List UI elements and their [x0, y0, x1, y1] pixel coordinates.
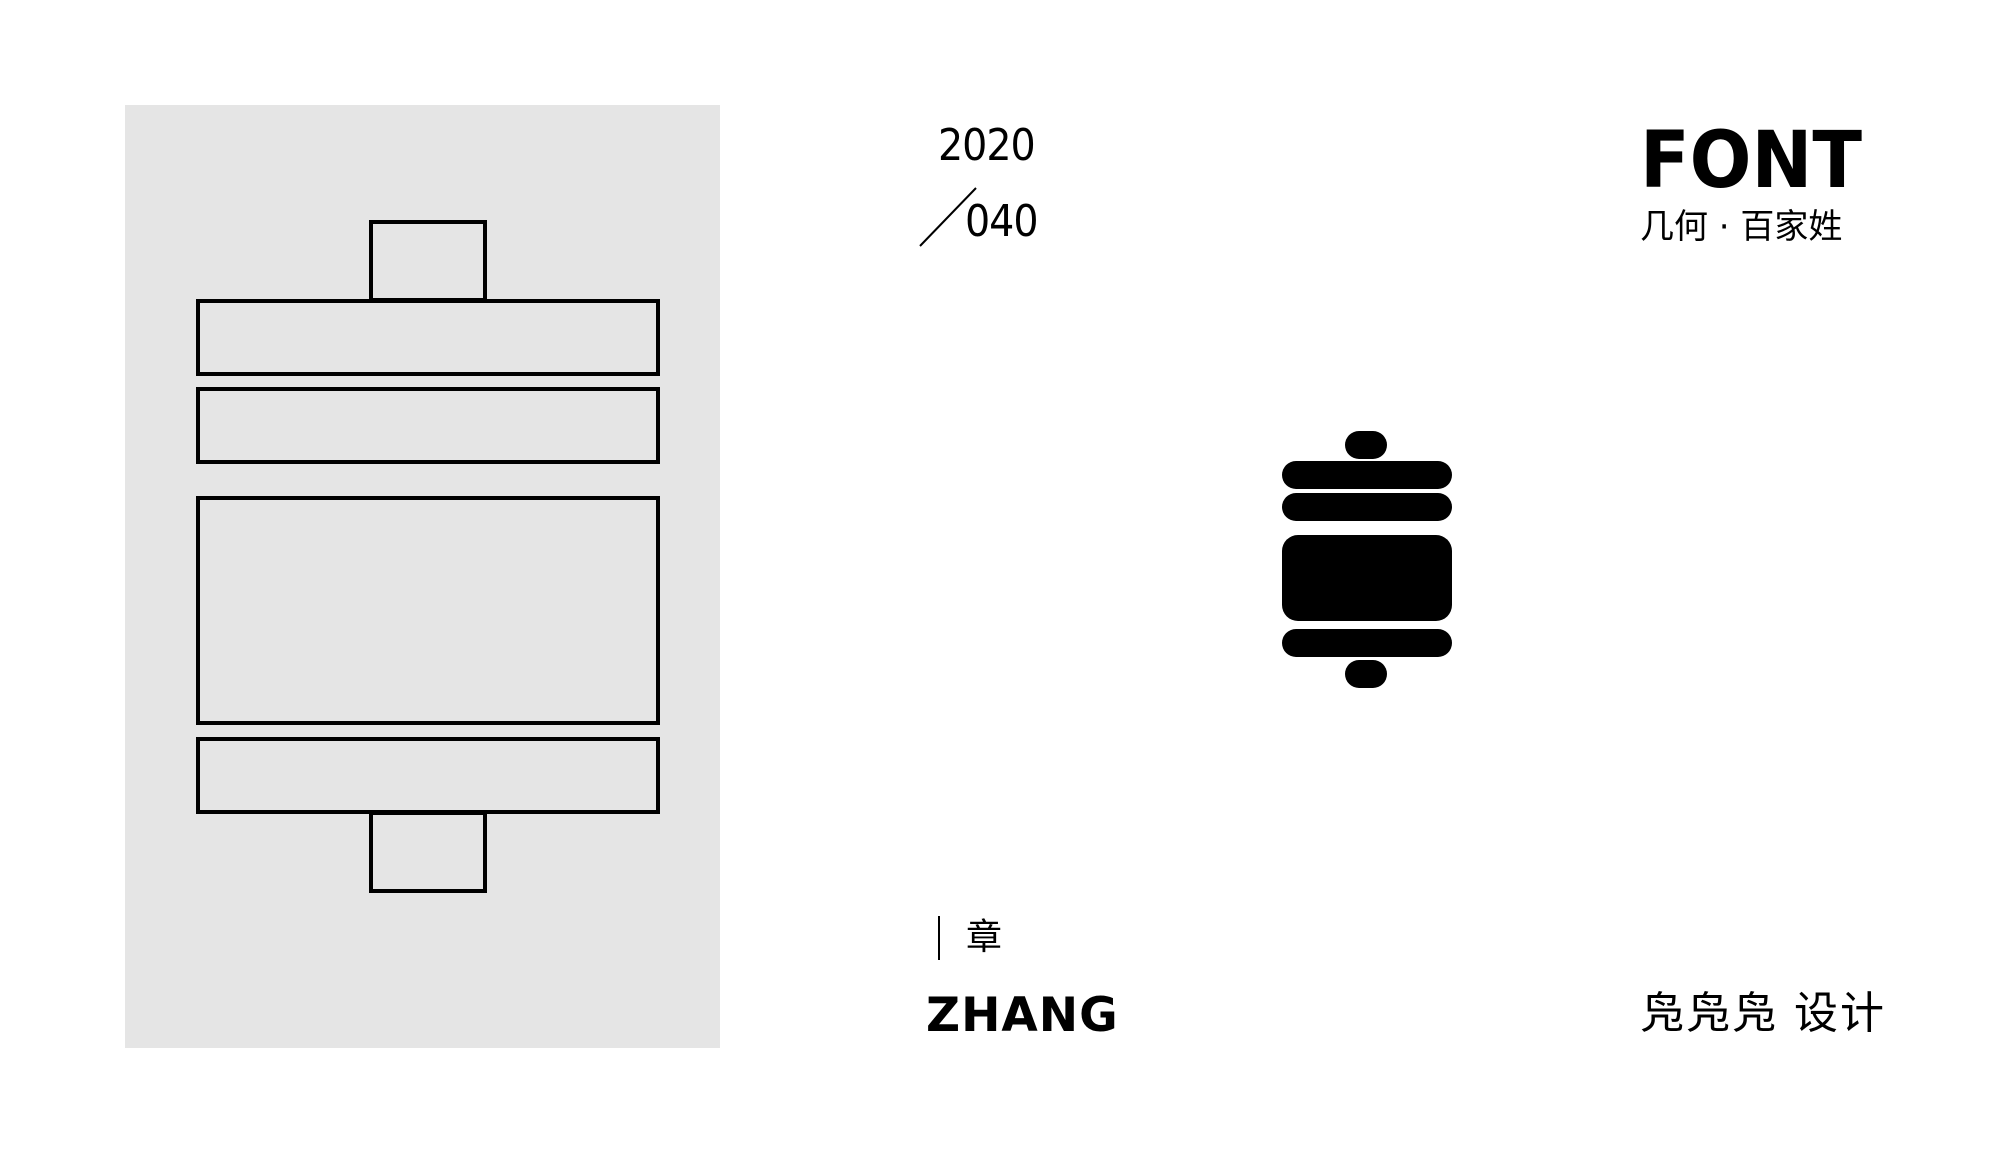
issue-number: 040	[965, 196, 1039, 247]
slash-divider-icon	[919, 187, 977, 247]
series-subtitle: 几何 · 百家姓	[1640, 207, 1843, 247]
label-divider	[938, 916, 940, 960]
zhang-outline-glyph-icon	[196, 220, 660, 893]
studio-signature: 凫凫凫 设计	[1640, 988, 1886, 1039]
font-logo: FONT	[1640, 124, 1862, 194]
surname-pinyin: ZHANG	[926, 988, 1119, 1043]
issue-year: 2020	[938, 120, 1036, 171]
surname-character: 章	[966, 917, 1003, 958]
zhang-solid-glyph-icon	[1282, 431, 1452, 688]
outline-glyph-panel	[125, 105, 720, 1048]
font-logo-text: FONT	[1640, 124, 1862, 194]
